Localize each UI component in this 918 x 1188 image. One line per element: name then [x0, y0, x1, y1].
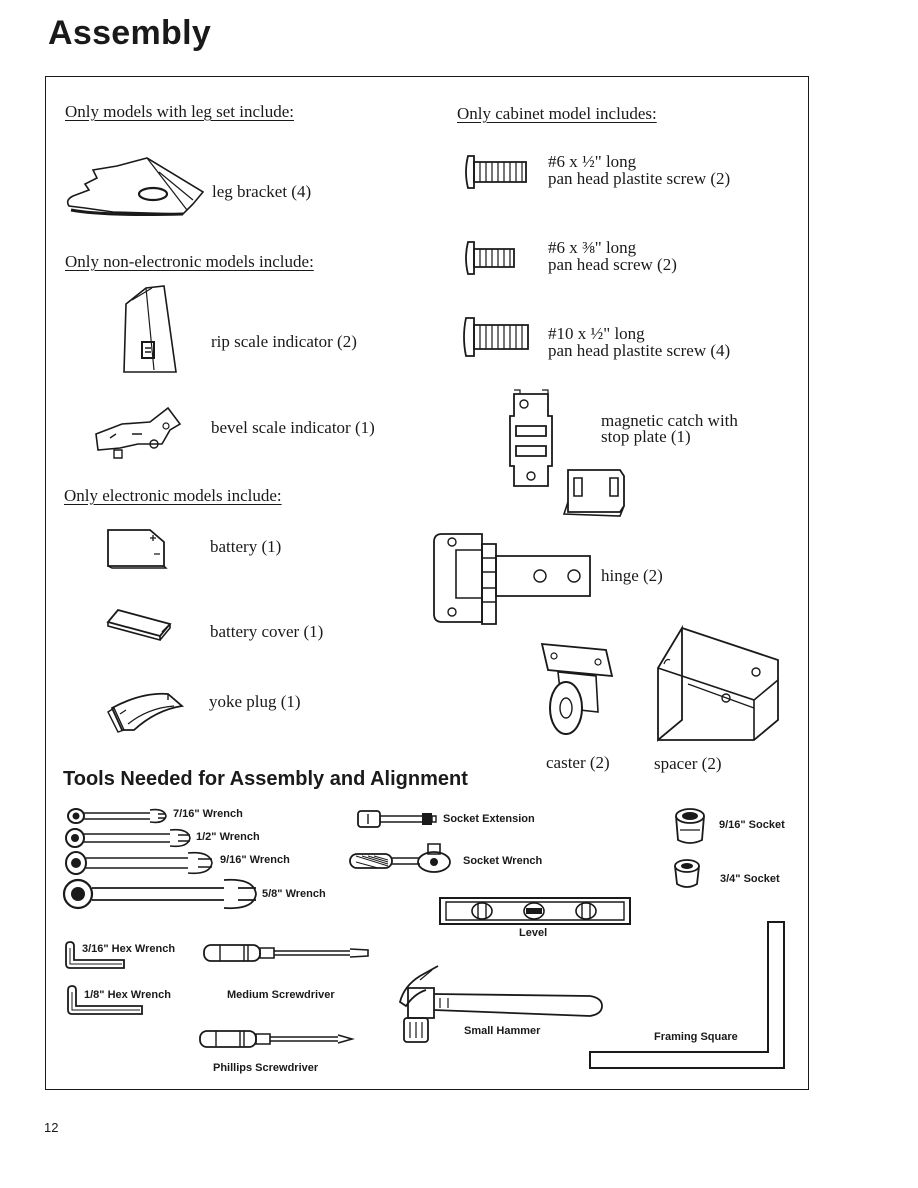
hex-wrench-1-8-label: 1/8" Hex Wrench	[84, 989, 171, 1001]
phillips-screwdriver-icon	[196, 1026, 356, 1052]
parts-frame	[45, 76, 809, 1090]
socket-wrench-label: Socket Wrench	[463, 855, 543, 867]
screw-2-description: pan head screw (2)	[548, 255, 677, 274]
magnetic-catch-label-line1: magnetic catch with	[601, 411, 738, 430]
bevel-scale-indicator-label: bevel scale indicator (1)	[211, 418, 375, 437]
wrench-9-16-label: 9/16" Wrench	[220, 854, 290, 866]
wrench-7-16-icon	[66, 806, 170, 826]
leg-set-heading: Only models with leg set include:	[65, 102, 294, 121]
cabinet-heading: Only cabinet model includes:	[457, 104, 657, 123]
framing-square-label: Framing Square	[654, 1031, 738, 1043]
hex-wrench-1-8-icon	[64, 984, 146, 1018]
hinge-label: hinge (2)	[601, 566, 663, 585]
bevel-scale-indicator-illustration	[92, 404, 184, 464]
phillips-screwdriver-label: Phillips Screwdriver	[213, 1062, 319, 1074]
battery-cover-illustration	[104, 606, 174, 640]
hex-wrench-3-16-icon	[62, 940, 128, 972]
wrench-7-16-label: 7/16" Wrench	[173, 808, 243, 820]
magnetic-catch-label-line2: stop plate (1)	[601, 427, 691, 446]
page-title: Assembly	[48, 14, 212, 52]
battery-illustration	[104, 526, 168, 570]
wrench-5-8-label: 5/8" Wrench	[262, 888, 326, 900]
caster-illustration	[536, 636, 622, 740]
socket-extension-label: Socket Extension	[443, 813, 535, 825]
tools-heading: Tools Needed for Assembly and Alignment	[63, 768, 468, 790]
pan-head-plastite-screw-large-illustration	[460, 316, 532, 358]
pan-head-screw-illustration	[462, 240, 518, 276]
framing-square-icon	[588, 920, 788, 1070]
socket-9-16-label: 9/16" Socket	[719, 819, 785, 831]
screw-3-size: #10 x ½" long	[548, 324, 645, 343]
screw-3-description: pan head plastite screw (4)	[548, 341, 731, 360]
rip-scale-indicator-label: rip scale indicator (2)	[211, 332, 357, 351]
pan-head-plastite-screw-small-illustration	[462, 152, 530, 192]
socket-3-4-label: 3/4" Socket	[720, 873, 780, 885]
wrench-5-8-icon	[62, 876, 258, 912]
leg-bracket-illustration	[63, 150, 213, 220]
level-icon	[438, 896, 632, 926]
socket-extension-icon	[356, 808, 438, 830]
spacer-label: spacer (2)	[654, 754, 722, 773]
medium-screwdriver-label: Medium Screwdriver	[227, 989, 335, 1001]
yoke-plug-illustration	[104, 686, 186, 734]
small-hammer-icon	[394, 962, 606, 1046]
level-label: Level	[519, 927, 548, 939]
magnetic-catch-illustration	[504, 386, 634, 522]
screw-1-size: #6 x ½" long	[548, 152, 637, 171]
wrench-9-16-icon	[64, 849, 214, 877]
wrench-1-2-label: 1/2" Wrench	[196, 831, 260, 843]
non-electronic-heading: Only non-electronic models include:	[65, 252, 314, 271]
screw-1-description: pan head plastite screw (2)	[548, 169, 731, 188]
rip-scale-indicator-illustration	[120, 284, 182, 376]
socket-3-4-icon	[672, 858, 702, 892]
battery-cover-label: battery cover (1)	[210, 622, 324, 641]
caster-label: caster (2)	[546, 753, 610, 772]
socket-9-16-icon	[672, 806, 708, 850]
socket-wrench-icon	[348, 842, 458, 876]
battery-label: battery (1)	[210, 537, 282, 556]
wrench-1-2-icon	[64, 826, 192, 850]
hex-wrench-3-16-label: 3/16" Hex Wrench	[82, 943, 176, 955]
page-number: 12	[44, 1120, 59, 1135]
small-hammer-label: Small Hammer	[464, 1025, 541, 1037]
medium-screwdriver-icon	[200, 940, 372, 966]
leg-bracket-label: leg bracket (4)	[212, 182, 312, 201]
spacer-illustration	[652, 624, 784, 748]
yoke-plug-label: yoke plug (1)	[209, 692, 301, 711]
hinge-illustration	[430, 528, 596, 628]
screw-2-size: #6 x ⅜" long	[548, 238, 637, 257]
electronic-heading: Only electronic models include:	[64, 486, 282, 505]
